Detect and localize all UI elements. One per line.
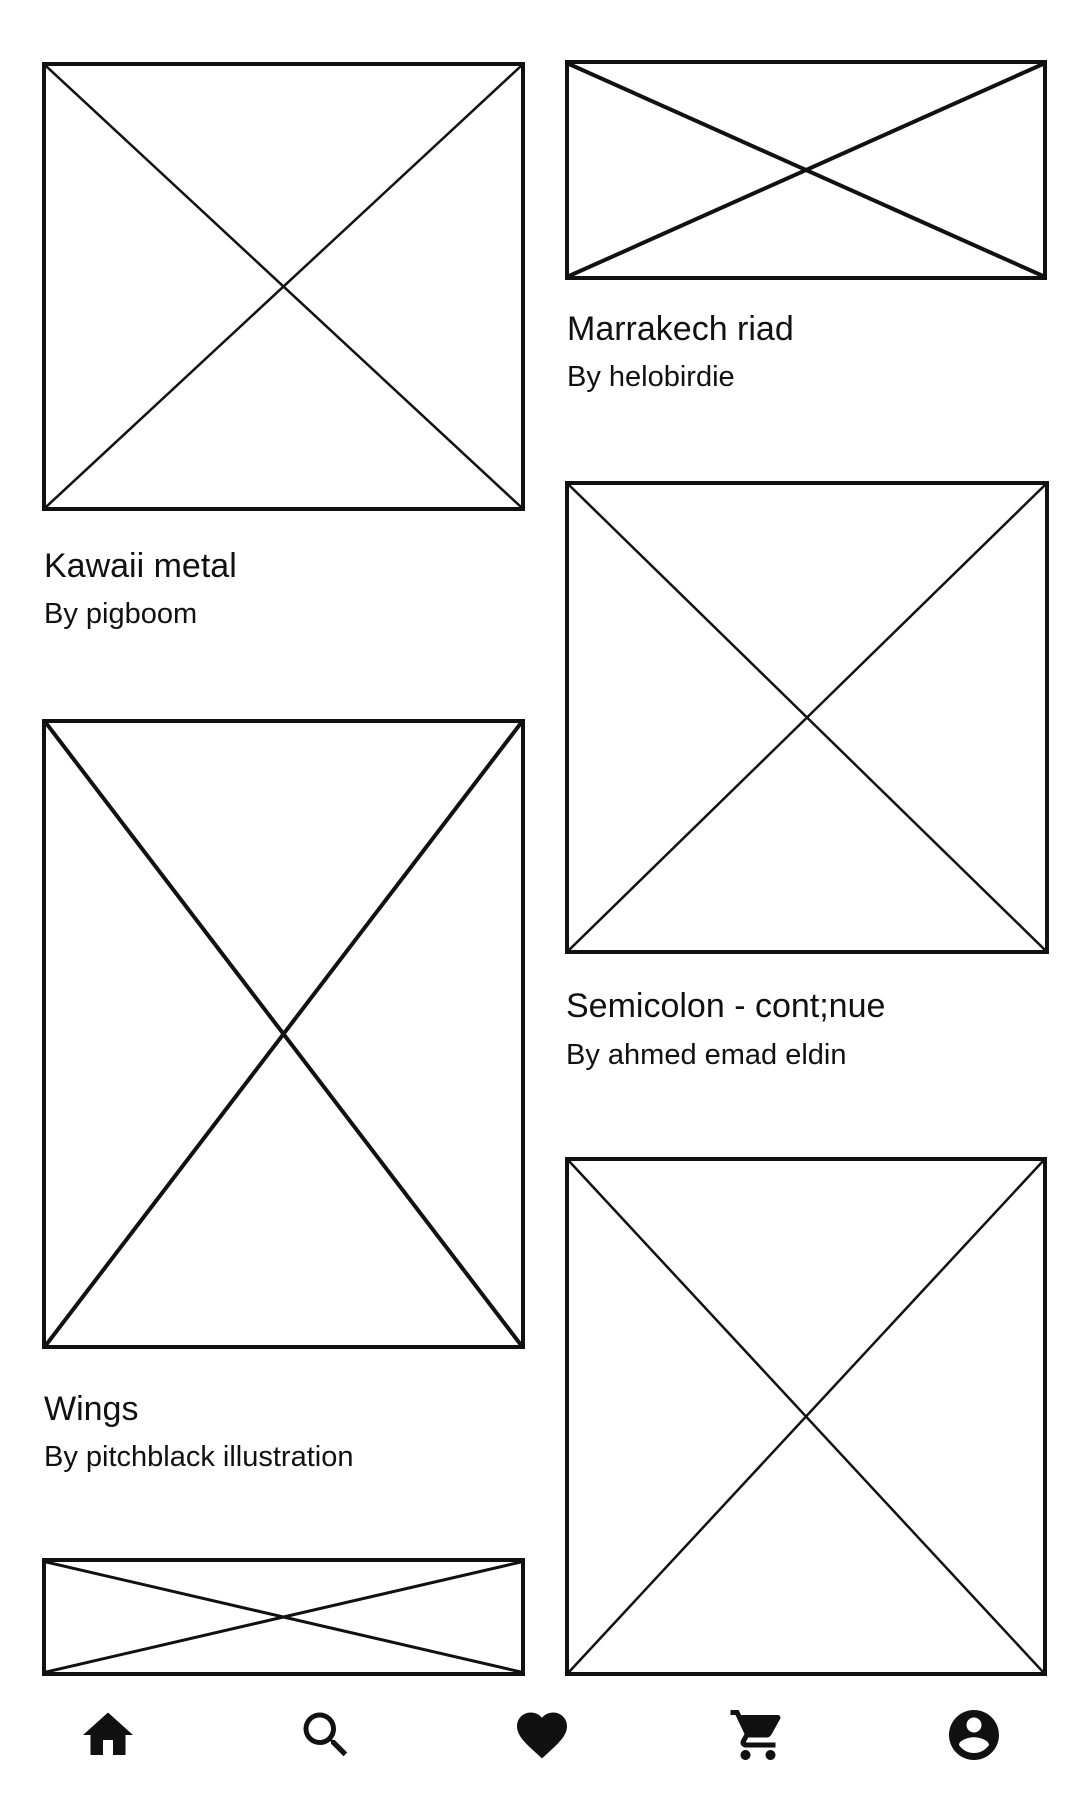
artwork-image-placeholder[interactable] <box>42 1558 525 1676</box>
image-placeholder-icon <box>46 723 521 1345</box>
artwork-author[interactable]: By helobirdie <box>567 361 735 393</box>
artwork-title[interactable]: Kawaii metal <box>44 547 237 585</box>
nav-cart-button[interactable] <box>723 1700 793 1770</box>
account-icon <box>949 1710 999 1760</box>
cart-icon <box>730 1710 781 1760</box>
image-placeholder-icon <box>46 1562 521 1672</box>
nav-home-button[interactable] <box>73 1700 143 1770</box>
image-placeholder-icon <box>46 66 521 507</box>
artwork-image-placeholder[interactable] <box>565 1157 1047 1676</box>
artwork-image-placeholder[interactable] <box>565 60 1047 280</box>
nav-account-button[interactable] <box>939 1700 1009 1770</box>
artwork-title[interactable]: Wings <box>44 1390 139 1428</box>
artwork-image-placeholder[interactable] <box>42 62 525 511</box>
bottom-navigation-bar <box>0 1690 1080 1800</box>
artwork-title[interactable]: Semicolon - cont;nue <box>566 987 886 1025</box>
search-icon <box>303 1712 348 1757</box>
heart-icon <box>517 1712 567 1759</box>
image-placeholder-icon <box>569 64 1043 276</box>
nav-search-button[interactable] <box>291 1700 361 1770</box>
artwork-author[interactable]: By ahmed emad eldin <box>566 1039 847 1071</box>
artwork-image-placeholder[interactable] <box>42 719 525 1349</box>
artwork-title[interactable]: Marrakech riad <box>567 310 794 348</box>
artwork-image-placeholder[interactable] <box>565 481 1049 954</box>
image-placeholder-icon <box>569 1161 1043 1672</box>
home-icon <box>83 1712 133 1755</box>
image-placeholder-icon <box>569 485 1045 950</box>
artwork-author[interactable]: By pitchblack illustration <box>44 1441 354 1473</box>
artwork-author[interactable]: By pigboom <box>44 598 198 630</box>
nav-favorites-button[interactable] <box>507 1700 577 1770</box>
